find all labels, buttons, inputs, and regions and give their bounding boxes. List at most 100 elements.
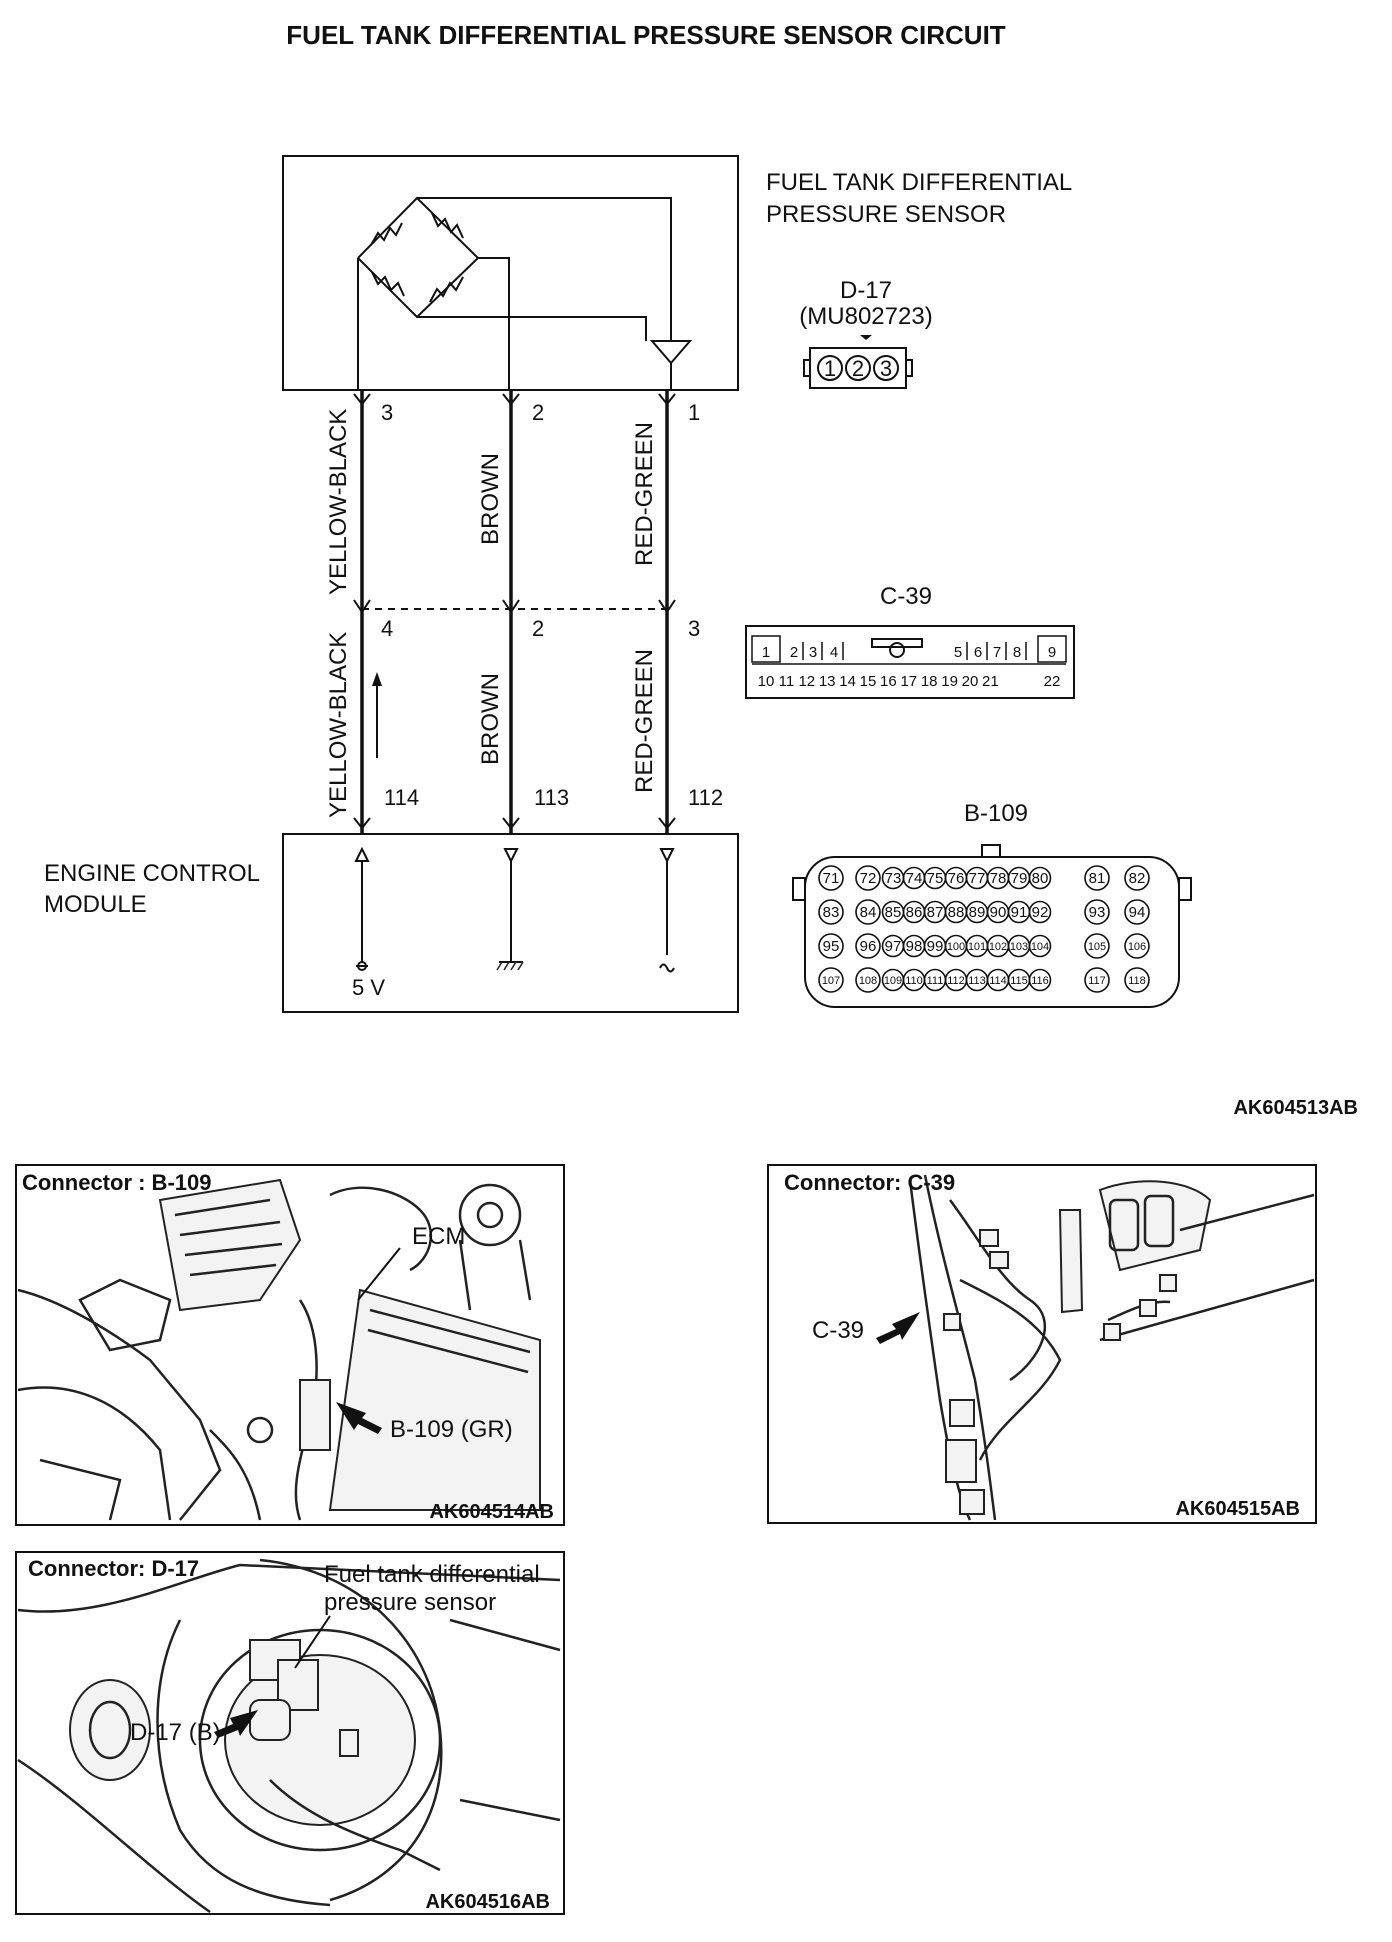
wire-color-yellow-black-upper: YELLOW-BLACK bbox=[325, 409, 352, 595]
b109-pin-94 bbox=[1124, 899, 1150, 925]
arrow-icon bbox=[876, 1312, 920, 1344]
d17-pin-3 bbox=[873, 355, 899, 381]
b109-pin-label: 84 bbox=[860, 904, 877, 921]
b109-pin-104 bbox=[1028, 934, 1052, 958]
b109-pin-118 bbox=[1124, 967, 1150, 993]
c39-pin-label: 8 bbox=[1013, 644, 1021, 661]
d17-part-number: (MU802723) bbox=[799, 303, 932, 330]
b109-pin-label: 101 bbox=[968, 941, 986, 953]
connector-chevrons bbox=[353, 393, 676, 830]
c39-pin-label: 18 bbox=[921, 673, 938, 690]
b109-pin-95 bbox=[818, 933, 844, 959]
b109-pin-107 bbox=[818, 967, 844, 993]
b109-pin-82 bbox=[1124, 865, 1150, 891]
signal-ac-icon bbox=[659, 963, 675, 973]
b109-pin-71 bbox=[818, 865, 844, 891]
c39-pin-label: 7 bbox=[993, 644, 1001, 661]
c39-pin-label: 20 bbox=[962, 673, 979, 690]
fuel-tank-illustration bbox=[17, 1558, 561, 1914]
wire-color-red-green-upper: RED-GREEN bbox=[631, 422, 658, 566]
ecm-label-line1: ENGINE CONTROL bbox=[44, 860, 260, 887]
b109-pin-label: 106 bbox=[1128, 941, 1146, 953]
sensor-label-line2: PRESSURE SENSOR bbox=[766, 201, 1006, 228]
b109-pin-label: 100 bbox=[947, 941, 965, 953]
b109-pin-label: 93 bbox=[1089, 904, 1106, 921]
b109-pin-label: 92 bbox=[1032, 904, 1049, 921]
b109-pin-label: 115 bbox=[1010, 975, 1028, 987]
b109-pin-label: 95 bbox=[823, 938, 840, 955]
b109-pin-label: 104 bbox=[1031, 941, 1049, 953]
c39-pin-label: 10 bbox=[758, 673, 775, 690]
dashboard-wiring-illustration bbox=[908, 1174, 1315, 1521]
photo-d17-sensor-label-line2: pressure sensor bbox=[324, 1589, 496, 1616]
d17-pin-label: 3 bbox=[880, 356, 892, 381]
b109-pin-label: 116 bbox=[1031, 975, 1049, 987]
arrow-icon bbox=[214, 1710, 258, 1738]
c39-pin-label: 11 bbox=[779, 673, 795, 690]
b109-id: B-109 bbox=[964, 800, 1028, 827]
b109-pin-84 bbox=[855, 899, 881, 925]
b109-pin-label: 97 bbox=[885, 938, 902, 955]
page-title: FUEL TANK DIFFERENTIAL PRESSURE SENSOR C… bbox=[286, 20, 1005, 50]
photo-panel-b109: Connector : B-109 ECM B-109 (GR) AK60451… bbox=[15, 1164, 565, 1526]
c39-pin-label: 19 bbox=[941, 673, 958, 690]
b109-pin-label: 91 bbox=[1011, 904, 1028, 921]
b109-pin-label: 85 bbox=[885, 904, 902, 921]
b109-pin-105 bbox=[1084, 933, 1110, 959]
b109-pin-label: 114 bbox=[989, 975, 1007, 987]
b109-pin-label: 77 bbox=[969, 870, 986, 887]
c39-pin-3: 3 bbox=[688, 616, 700, 641]
b109-pin-label: 103 bbox=[1010, 941, 1028, 953]
c39-pin-label: 15 bbox=[860, 673, 877, 690]
sensor-label-line1: FUEL TANK DIFFERENTIAL bbox=[766, 169, 1072, 196]
b109-pin-label: 81 bbox=[1089, 870, 1106, 887]
b109-pin-label: 107 bbox=[822, 975, 840, 987]
d17-pin-label: 1 bbox=[824, 356, 836, 381]
c39-pin-label: 16 bbox=[880, 673, 897, 690]
ecm-label-line2: MODULE bbox=[44, 891, 147, 918]
b109-pin-label: 108 bbox=[859, 975, 877, 987]
c39-pin-4: 4 bbox=[381, 616, 393, 641]
photo-b109-header: Connector : B-109 bbox=[22, 1170, 211, 1195]
c39-pin-label: 3 bbox=[809, 644, 817, 661]
b109-pin-label: 76 bbox=[948, 870, 965, 887]
b109-pin-label: 75 bbox=[927, 870, 944, 887]
b109-pin-label: 83 bbox=[823, 904, 840, 921]
b109-pin-label: 80 bbox=[1032, 870, 1049, 887]
photo-b109-connector-label: B-109 (GR) bbox=[390, 1416, 513, 1443]
b109-pin-label: 113 bbox=[968, 975, 986, 987]
ecm-box bbox=[282, 833, 739, 1013]
c39-pin-2: 2 bbox=[532, 616, 544, 641]
photo-d17-connector-label: D-17 (B) bbox=[130, 1719, 221, 1746]
b109-pin-117 bbox=[1084, 967, 1110, 993]
b109-pin-label: 99 bbox=[927, 938, 944, 955]
ground-icon bbox=[496, 961, 524, 971]
ecm-pin-112: 112 bbox=[688, 785, 723, 810]
c39-pin-label: 6 bbox=[974, 644, 982, 661]
photo-panel-d17: Connector: D-17 Fuel tank differential p… bbox=[15, 1551, 565, 1915]
c39-pin-label: 4 bbox=[830, 644, 838, 661]
wire-color-yellow-black-lower: YELLOW-BLACK bbox=[325, 632, 352, 818]
b109-pin-80 bbox=[1028, 866, 1052, 890]
b109-pin-label: 79 bbox=[1011, 870, 1028, 887]
engine-bay-illustration bbox=[17, 1178, 541, 1521]
photo-c39-code: AK604515AB bbox=[1175, 1498, 1300, 1520]
b109-pin-93 bbox=[1084, 899, 1110, 925]
b109-pin-72 bbox=[855, 865, 881, 891]
ecm-pin-113: 113 bbox=[534, 785, 569, 810]
b109-pin-label: 90 bbox=[990, 904, 1007, 921]
b109-pin-label: 111 bbox=[927, 975, 944, 987]
c39-pin-label: 21 bbox=[982, 673, 999, 690]
b109-pin-label: 112 bbox=[947, 975, 965, 987]
b109-pin-label: 98 bbox=[906, 938, 923, 955]
c39-pin-label: 12 bbox=[798, 673, 815, 690]
b109-pin-83 bbox=[818, 899, 844, 925]
b109-pin-label: 88 bbox=[948, 904, 965, 921]
b109-pin-label: 105 bbox=[1088, 941, 1106, 953]
b109-pin-label: 74 bbox=[906, 870, 923, 887]
b109-pin-label: 73 bbox=[885, 870, 902, 887]
wire-color-brown-lower: BROWN bbox=[477, 673, 504, 765]
sensor-box bbox=[282, 155, 739, 391]
